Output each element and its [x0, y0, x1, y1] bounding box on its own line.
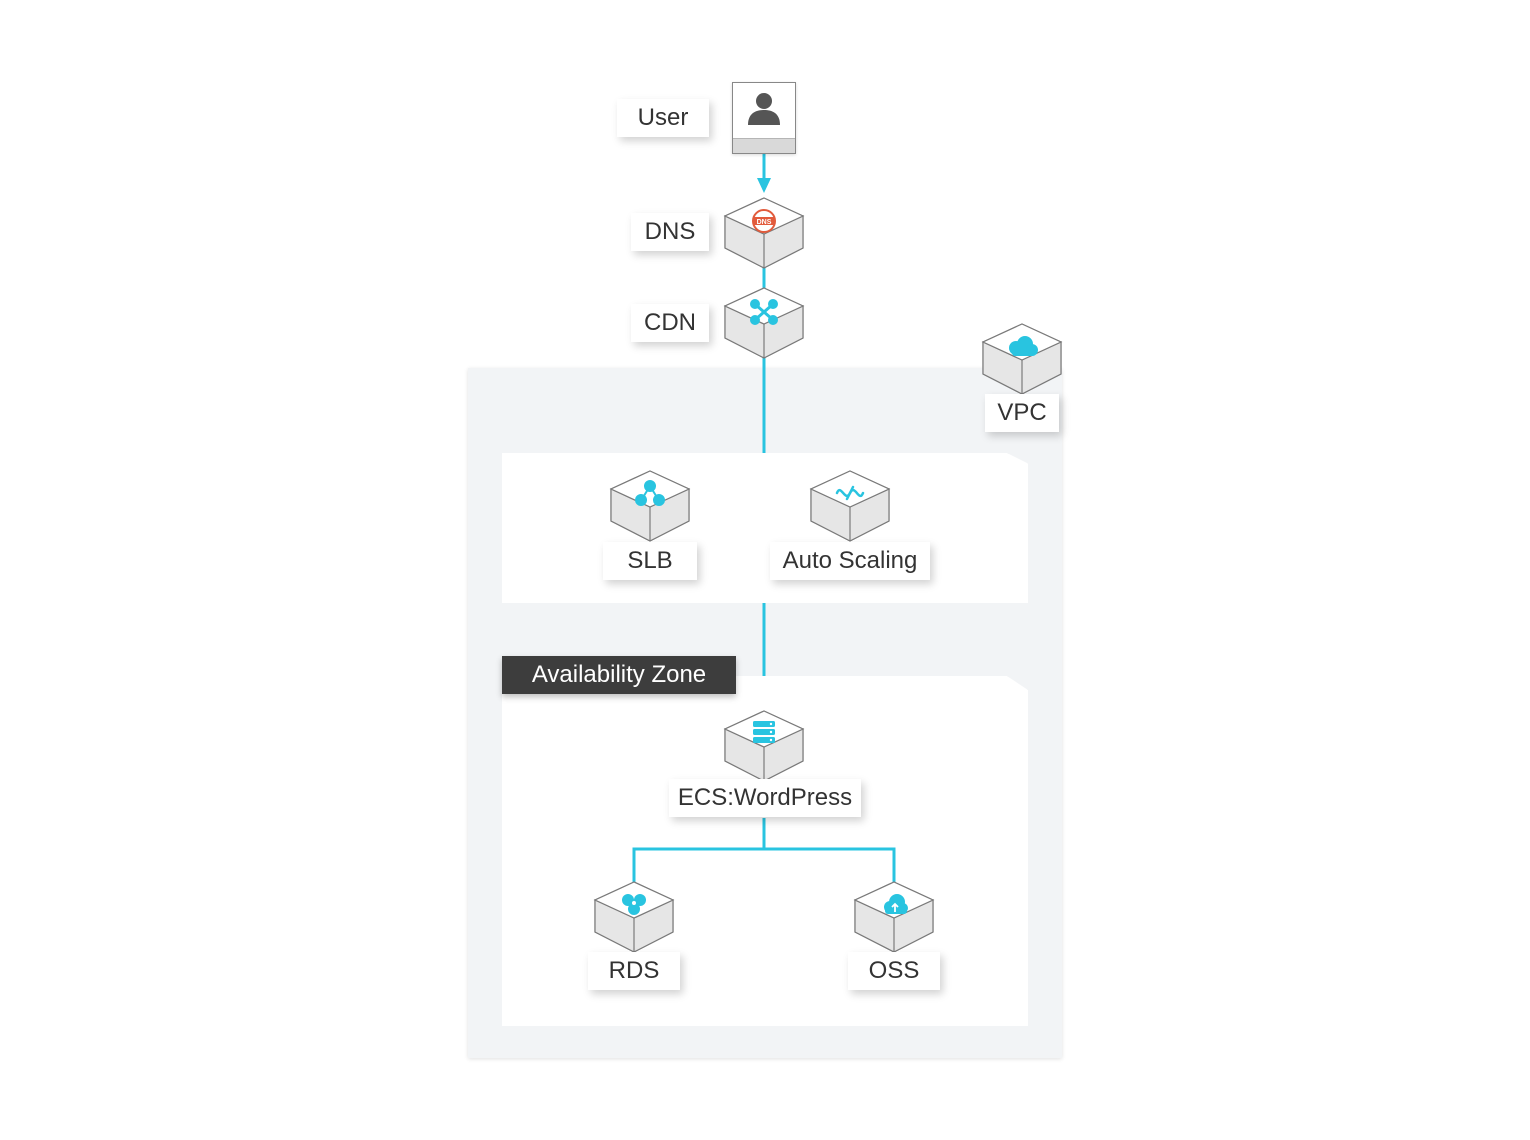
ecs-cube	[723, 710, 805, 782]
ecs-node[interactable]	[723, 709, 805, 783]
vpc-label: VPC	[985, 394, 1059, 432]
dns-icon: DNS	[752, 209, 776, 233]
auto-scaling-node[interactable]	[809, 469, 891, 543]
cdn-label: CDN	[631, 304, 709, 342]
vpc-cube	[981, 323, 1063, 395]
vpc-node[interactable]	[981, 322, 1063, 396]
oss-cube	[853, 881, 935, 953]
rds-node[interactable]	[593, 880, 675, 954]
svg-text:DNS: DNS	[757, 219, 772, 226]
user-node-base	[733, 138, 795, 153]
rds-label: RDS	[588, 952, 680, 990]
server-icon	[753, 721, 775, 743]
oss-node[interactable]	[853, 880, 935, 954]
auto-scaling-label: Auto Scaling	[770, 542, 930, 580]
availability-zone-title: Availability Zone	[502, 656, 736, 694]
rds-cube	[593, 881, 675, 953]
ecs-label: ECS:WordPress	[669, 779, 861, 817]
oss-icon	[884, 894, 908, 914]
user-node[interactable]	[732, 82, 796, 154]
dns-node[interactable]: DNS	[723, 196, 805, 270]
slb-label: SLB	[603, 542, 697, 580]
slb-cube	[609, 470, 691, 542]
slb-node[interactable]	[609, 469, 691, 543]
auto-scaling-cube	[809, 470, 891, 542]
oss-label: OSS	[848, 952, 940, 990]
arrow-head	[757, 178, 771, 193]
user-label: User	[617, 99, 709, 137]
user-icon	[748, 93, 780, 125]
cdn-icon	[750, 299, 778, 325]
dns-label: DNS	[631, 213, 709, 251]
rds-icon	[622, 894, 646, 915]
cdn-cube	[723, 287, 805, 359]
load-balancing-group	[502, 453, 1028, 603]
auto-scaling-icon	[835, 485, 865, 501]
vpc-cloud-icon	[1009, 336, 1038, 356]
slb-icon	[635, 480, 665, 506]
dns-cube: DNS	[723, 197, 805, 269]
cdn-node[interactable]	[723, 286, 805, 360]
